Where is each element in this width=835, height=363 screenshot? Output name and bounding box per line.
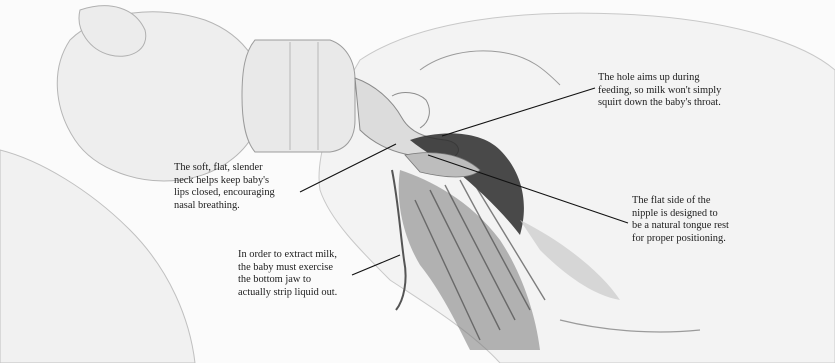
callout-jaw-exercise: In order to extract milk, the baby must … <box>238 249 378 299</box>
callout-soft-neck: The soft, flat, slender neck helps keep … <box>174 162 324 212</box>
bottle-body <box>242 40 355 152</box>
sleeve <box>0 150 195 363</box>
callout-flat-side: The flat side of the nipple is designed … <box>632 195 772 245</box>
baby-head-silhouette <box>319 13 835 363</box>
callout-hole-aims-up: The hole aims up during feeding, so milk… <box>598 72 798 110</box>
